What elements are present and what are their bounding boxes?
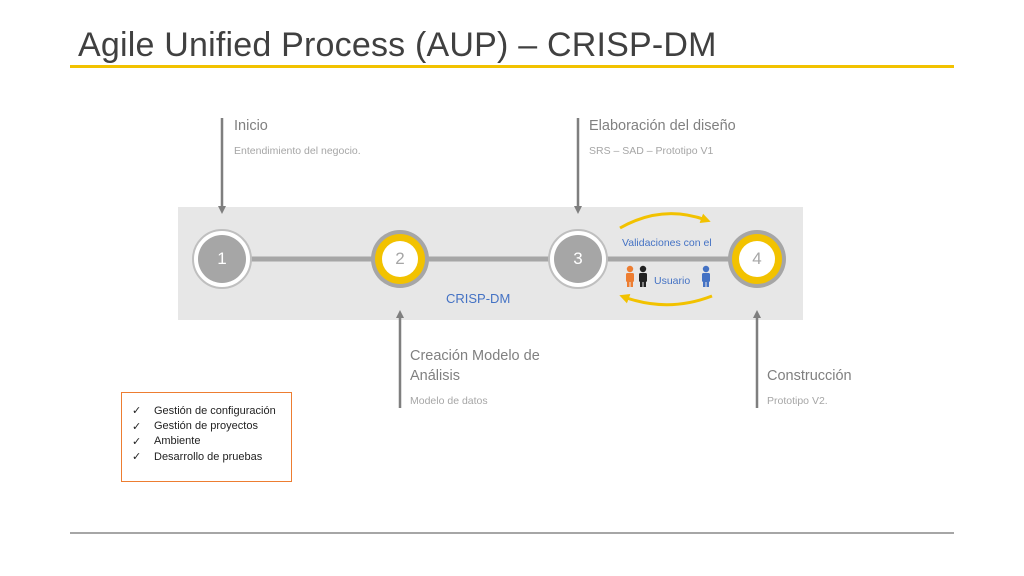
- check-icon: ✓: [132, 435, 142, 448]
- checklist-item-label: Gestión de proyectos: [154, 420, 258, 433]
- check-icon: ✓: [132, 420, 142, 433]
- checklist-item: ✓ Gestión de configuración: [132, 403, 291, 418]
- phase-construccion-title: Construcción: [767, 368, 852, 384]
- phase-creacion-title: Creación Modelo de Análisis: [410, 348, 540, 384]
- validation-arrow-forward: [619, 212, 711, 230]
- check-icon: ✓: [132, 451, 142, 464]
- validation-arrow-back: [619, 294, 713, 307]
- user-icon-black: [639, 265, 647, 287]
- node-3-number: 3: [573, 249, 583, 268]
- node-4: [728, 230, 786, 288]
- phase-inicio-desc: Entendimiento del negocio.: [234, 145, 361, 157]
- user-label: Usuario: [654, 275, 691, 287]
- checklist-item-label: Desarrollo de pruebas: [154, 450, 263, 463]
- user-icon-blue: [702, 265, 710, 287]
- node-4-number: 4: [752, 249, 762, 268]
- validation-label: Validaciones con el: [622, 237, 712, 249]
- phase-construccion-desc: Prototipo V2.: [767, 395, 828, 407]
- footer-rule: [70, 532, 954, 534]
- checklist-item-label: Gestión de configuración: [154, 404, 276, 417]
- phase-elaboracion-desc: SRS – SAD – Prototipo V1: [589, 145, 714, 157]
- node-1-number: 1: [217, 249, 227, 268]
- node-3: [548, 229, 608, 289]
- node-2: [371, 230, 429, 288]
- phase-inicio-title: Inicio: [234, 118, 268, 134]
- checklist-item-label: Ambiente: [154, 435, 201, 448]
- slide-title: Agile Unified Process (AUP) – CRISP-DM: [78, 26, 717, 64]
- crisp-dm-label: CRISP-DM: [446, 291, 511, 306]
- node-1: [192, 229, 252, 289]
- phase-elaboracion-title: Elaboración del diseño: [589, 118, 736, 134]
- node-2-number: 2: [395, 249, 405, 268]
- checklist-box: ✓ Gestión de configuración ✓ Gestión de …: [121, 392, 292, 482]
- checklist-item: ✓ Gestión de proyectos: [132, 418, 291, 433]
- check-icon: ✓: [132, 405, 142, 418]
- phase-creacion-desc: Modelo de datos: [410, 395, 488, 407]
- checklist-item: ✓ Desarrollo de pruebas: [132, 449, 291, 464]
- title-underline: [70, 65, 954, 68]
- checklist-item: ✓ Ambiente: [132, 434, 291, 449]
- user-icon-orange: [626, 265, 634, 287]
